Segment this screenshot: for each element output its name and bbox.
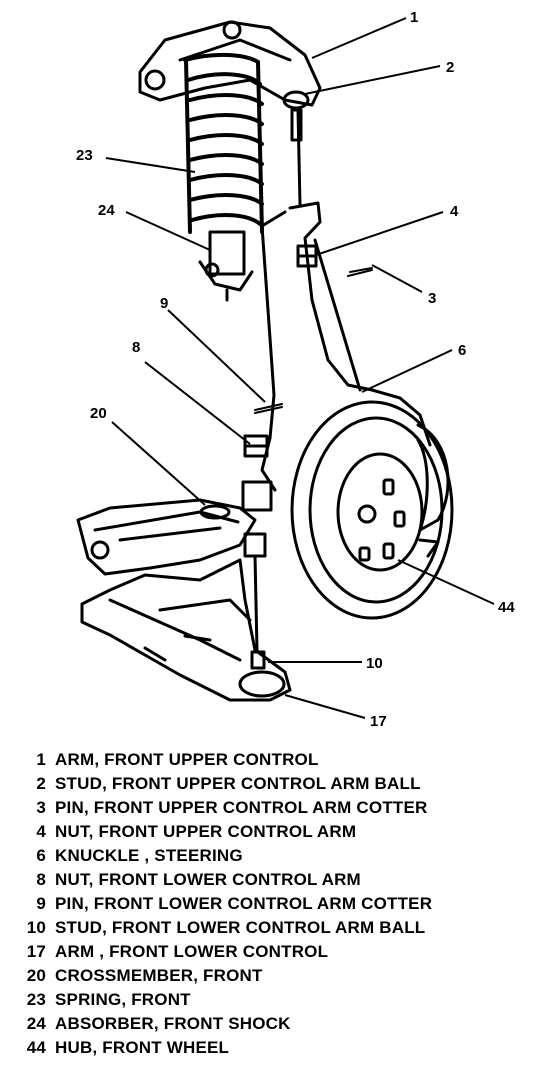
legend-item: 10 STUD, FRONT LOWER CONTROL ARM BALL: [0, 916, 544, 940]
upper-control-arm-nut: [296, 244, 318, 268]
legend-number: 17: [26, 942, 46, 961]
callout-4: 4: [450, 203, 459, 220]
legend-number: 23: [26, 990, 46, 1009]
legend-number: 3: [36, 798, 46, 817]
legend-number: 9: [36, 894, 46, 913]
legend-item: 3 PIN, FRONT UPPER CONTROL ARM COTTER: [0, 796, 544, 820]
legend-item: 8 NUT, FRONT LOWER CONTROL ARM: [0, 868, 544, 892]
callout-8: 8: [132, 339, 140, 356]
suspension-diagram: 1 2 23 24 4 3 9 6 8 20 44 10 17: [76, 9, 515, 730]
rotor-and-hub: [290, 400, 454, 620]
lower-control-arm: [80, 558, 292, 702]
callout-23: 23: [76, 147, 93, 164]
legend-label: STUD, FRONT LOWER CONTROL ARM BALL: [55, 918, 426, 937]
upper-control-arm: [138, 20, 322, 107]
legend-number: 6: [36, 846, 46, 865]
legend-item: 6 KNUCKLE , STEERING: [0, 844, 544, 868]
legend-number: 2: [36, 774, 46, 793]
callout-6: 6: [458, 342, 466, 359]
legend-label: SPRING, FRONT: [55, 990, 191, 1009]
legend-number: 20: [26, 966, 46, 985]
legend-label: PIN, FRONT LOWER CONTROL ARM COTTER: [55, 894, 433, 913]
lower-control-arm-nut: [243, 434, 269, 458]
lower-ball-joint: [241, 480, 273, 652]
steering-knuckle: [260, 108, 432, 492]
front-shock-absorber: [198, 230, 254, 302]
legend-item: 1 ARM, FRONT UPPER CONTROL: [0, 748, 544, 772]
legend-item: 24 ABSORBER, FRONT SHOCK: [0, 1012, 544, 1036]
callout-17: 17: [370, 713, 387, 730]
legend-item: 17 ARM , FRONT LOWER CONTROL: [0, 940, 544, 964]
legend-label: KNUCKLE , STEERING: [55, 846, 243, 865]
legend-label: ARM , FRONT LOWER CONTROL: [55, 942, 329, 961]
legend-number: 4: [36, 822, 46, 841]
legend-label: NUT, FRONT UPPER CONTROL ARM: [55, 822, 357, 841]
legend-label: PIN, FRONT UPPER CONTROL ARM COTTER: [55, 798, 428, 817]
legend-item: 20 CROSSMEMBER, FRONT: [0, 964, 544, 988]
parts-legend: 1 ARM, FRONT UPPER CONTROL 2 STUD, FRONT U…: [0, 748, 544, 1060]
callout-24: 24: [98, 202, 115, 219]
legend-item: 44 HUB, FRONT WHEEL: [0, 1036, 544, 1060]
callout-labels: 1 2 23 24 4 3 9 6 8 20 44 10 17: [76, 9, 515, 730]
legend-number: 1: [36, 750, 46, 769]
callout-44: 44: [498, 599, 515, 616]
legend-number: 44: [26, 1038, 46, 1057]
leader-lines: [105, 17, 495, 719]
front-crossmember: [76, 498, 257, 576]
legend-item: 9 PIN, FRONT LOWER CONTROL ARM COTTER: [0, 892, 544, 916]
callout-10: 10: [366, 655, 383, 672]
legend-number: 8: [36, 870, 46, 889]
callout-1: 1: [410, 9, 418, 26]
legend-item: 4 NUT, FRONT UPPER CONTROL ARM: [0, 820, 544, 844]
legend-label: STUD, FRONT UPPER CONTROL ARM BALL: [55, 774, 421, 793]
lower-cotter-pin: [254, 403, 283, 414]
callout-2: 2: [446, 59, 454, 76]
callout-9: 9: [160, 295, 168, 312]
legend-label: ARM, FRONT UPPER CONTROL: [55, 750, 319, 769]
legend-item: 23 SPRING, FRONT: [0, 988, 544, 1012]
legend-item: 2 STUD, FRONT UPPER CONTROL ARM BALL: [0, 772, 544, 796]
legend-number: 24: [26, 1014, 46, 1033]
callout-20: 20: [90, 405, 107, 422]
legend-label: NUT, FRONT LOWER CONTROL ARM: [55, 870, 361, 889]
legend-number: 10: [26, 918, 46, 937]
callout-3: 3: [428, 290, 436, 307]
legend-label: CROSSMEMBER, FRONT: [55, 966, 263, 985]
legend-label: HUB, FRONT WHEEL: [55, 1038, 230, 1057]
legend-label: ABSORBER, FRONT SHOCK: [55, 1014, 291, 1033]
upper-cotter-pin: [347, 267, 373, 277]
front-spring: [183, 52, 264, 234]
